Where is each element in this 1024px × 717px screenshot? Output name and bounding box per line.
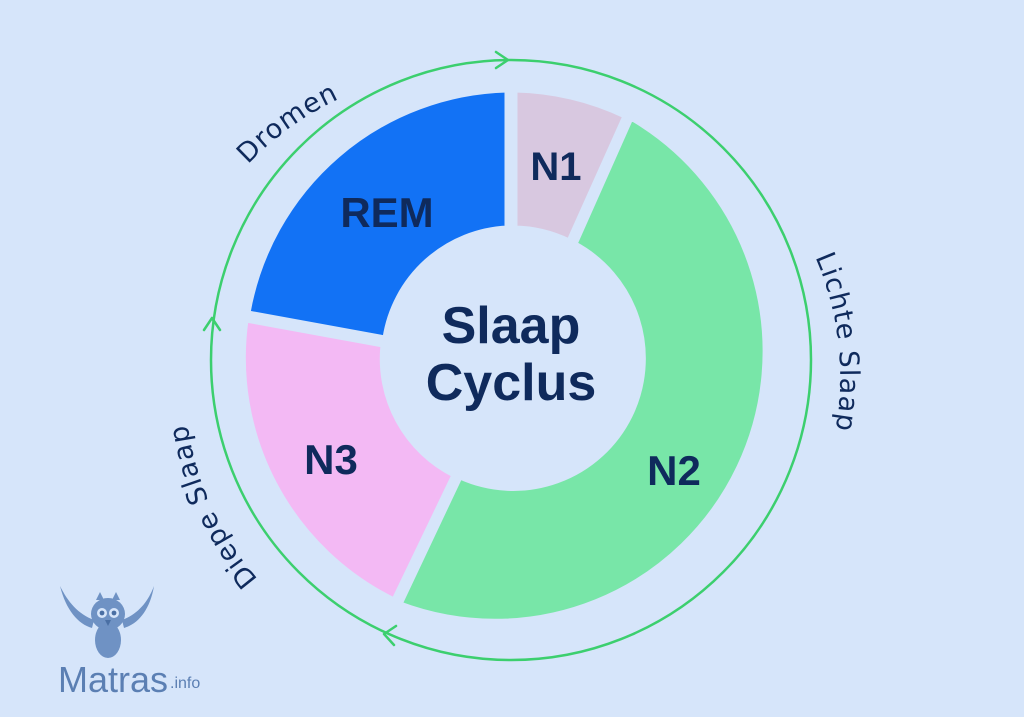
center-title-line2: Cyclus	[426, 354, 597, 412]
donut	[240, 87, 768, 624]
center-title-line1: Slaap	[442, 297, 581, 355]
logo-name: Matras	[58, 659, 168, 700]
segment-n2	[396, 114, 768, 624]
arrow-left-icon	[202, 316, 222, 332]
segment-n3	[240, 317, 458, 604]
arc-label-diepe-slaap: Diepe Slaap	[164, 423, 264, 595]
arc-label-lichte-slaap: Lichte Slaap	[809, 248, 865, 434]
segment-rem	[245, 87, 510, 341]
logo: Matras .info	[58, 586, 200, 700]
n1-label: N1	[530, 145, 581, 189]
segment-n1	[512, 87, 629, 245]
arrow-bottom-icon	[382, 624, 398, 647]
donut-hole	[385, 232, 637, 484]
rem-label: REM	[340, 189, 433, 236]
owl-icon	[60, 586, 154, 658]
cycle-ring	[202, 50, 813, 662]
logo-suffix: .info	[170, 675, 200, 692]
n2-label: N2	[647, 447, 701, 494]
arrow-top-icon	[494, 50, 510, 70]
n3-label: N3	[304, 436, 358, 483]
